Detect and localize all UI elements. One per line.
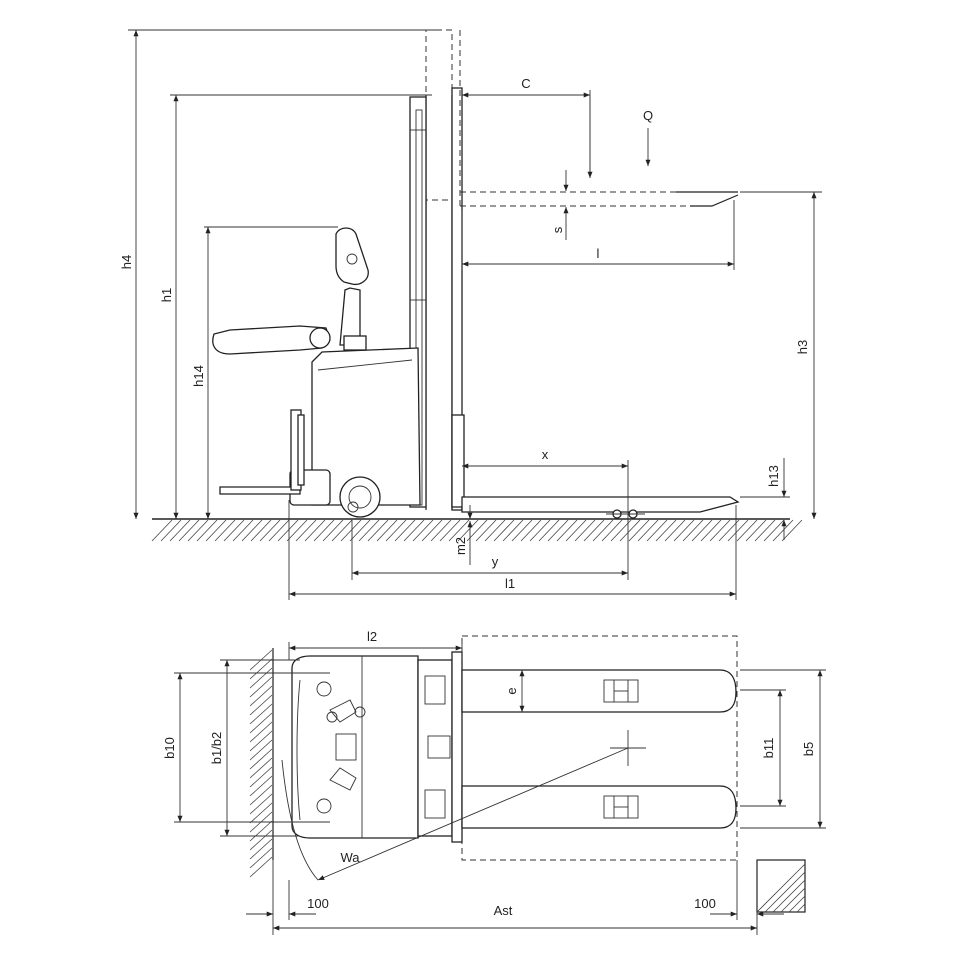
- wall-left: [249, 648, 274, 878]
- dim-b11: b11: [740, 689, 786, 807]
- dim-h3: h3: [740, 191, 822, 519]
- side-view: h4 h1 h14 C Q s: [119, 29, 822, 600]
- label-b1-b2: b1/b2: [209, 732, 224, 765]
- label-b11: b11: [761, 738, 776, 759]
- label-l: l: [597, 246, 600, 261]
- label-b10: b10: [162, 737, 177, 759]
- label-x: x: [542, 447, 549, 462]
- label-h4: h4: [119, 255, 134, 269]
- fork-carriage: [451, 87, 465, 511]
- label-h14: h14: [191, 365, 206, 387]
- dim-c: C: [462, 76, 593, 178]
- label-l1: l1: [505, 576, 515, 591]
- label-h1: h1: [159, 288, 174, 302]
- label-wa: Wa: [340, 850, 360, 865]
- wall-right: [756, 859, 806, 913]
- dim-l1: l1: [288, 500, 737, 600]
- dim-h4: h4: [119, 29, 436, 519]
- dim-l2: l2: [288, 629, 463, 660]
- dim-b10: b10: [162, 672, 330, 823]
- dim-b5: b5: [740, 669, 826, 829]
- label-s: s: [550, 226, 565, 233]
- truck-body: [212, 227, 421, 518]
- label-e: e: [504, 687, 519, 694]
- label-y: y: [492, 554, 499, 569]
- lowered-fork: [461, 496, 740, 519]
- label-clearance-left: 100: [307, 896, 329, 911]
- dim-l: l: [461, 200, 735, 270]
- dim-s: s: [550, 170, 569, 240]
- truck-top: [291, 651, 463, 843]
- label-c: C: [521, 76, 530, 91]
- label-h3: h3: [795, 340, 810, 354]
- dim-h1: h1: [159, 94, 432, 519]
- label-b5: b5: [801, 742, 816, 756]
- dim-x: x: [462, 447, 629, 580]
- dim-h14: h14: [191, 226, 338, 519]
- label-clearance-right: 100: [694, 896, 716, 911]
- dim-e: e: [504, 670, 525, 712]
- fork-top-lower: [461, 785, 737, 829]
- label-q: Q: [643, 108, 653, 123]
- dim-b1-b2: b1/b2: [209, 659, 300, 837]
- label-m2: m2: [453, 537, 468, 555]
- ground: [151, 518, 803, 542]
- dim-y: y: [351, 520, 628, 580]
- raised-fork: [459, 30, 739, 207]
- dim-h13: h13: [740, 458, 790, 540]
- label-h13: h13: [766, 465, 781, 487]
- dim-ast: 100 100 Ast: [246, 860, 784, 935]
- fork-top-upper: [461, 669, 737, 713]
- dim-m2: m2: [453, 505, 473, 565]
- label-ast: Ast: [494, 903, 513, 918]
- dim-q: Q: [643, 108, 653, 166]
- label-l2: l2: [367, 629, 377, 644]
- dim-wa: Wa: [281, 747, 629, 881]
- top-view: Wa l2 b10 b1/b2 e: [162, 629, 826, 935]
